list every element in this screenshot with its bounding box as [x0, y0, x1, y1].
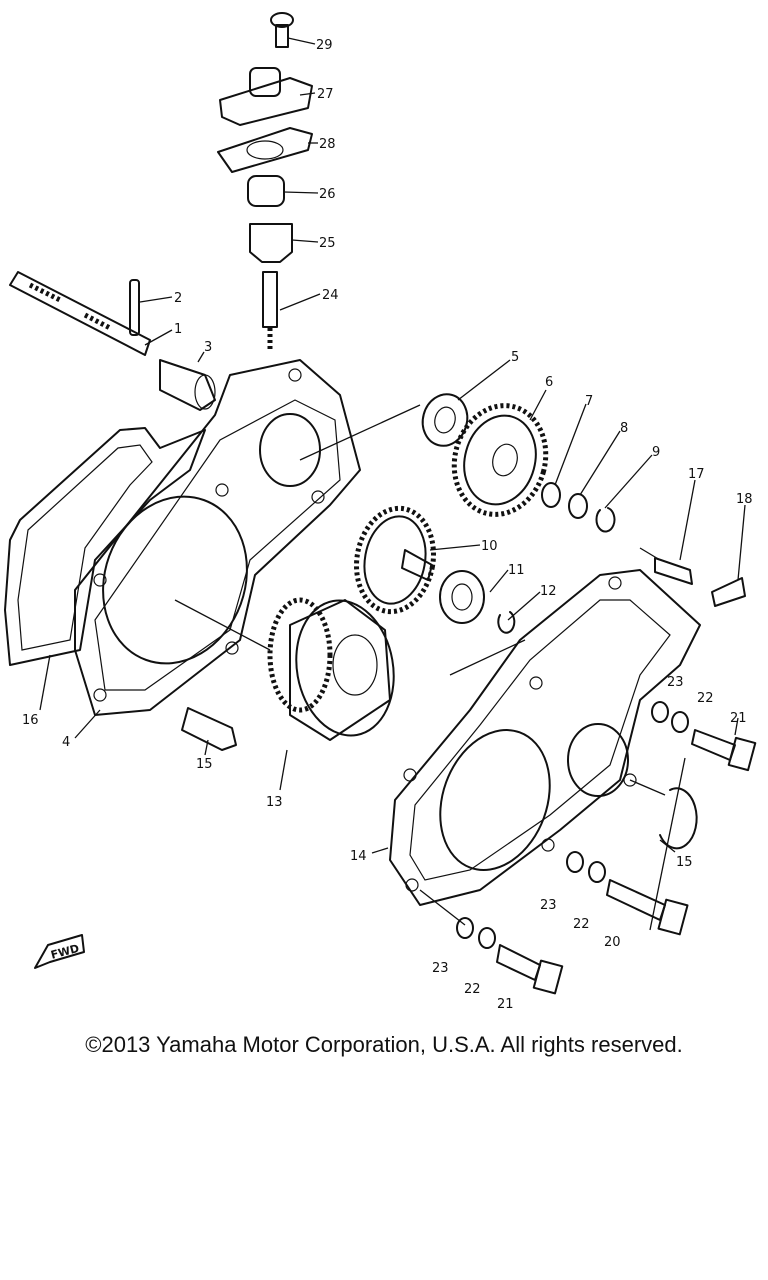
callout-23a: 23 [667, 675, 684, 690]
dowel-17 [181, 707, 237, 751]
callout-9: 9 [652, 445, 660, 460]
callout-labels: 29 27 28 26 25 24 2 1 3 5 6 7 8 9 17 18 … [22, 38, 753, 1010]
gasket-28 [217, 127, 313, 173]
callout-2: 2 [174, 291, 182, 306]
housing-27 [219, 77, 313, 126]
callout-5: 5 [511, 350, 519, 365]
callout-22b: 22 [573, 917, 590, 932]
callout-4: 4 [62, 735, 70, 750]
callout-29: 29 [316, 38, 333, 53]
callout-6: 6 [545, 375, 553, 390]
washer-22-a [671, 711, 689, 733]
bearing-11 [439, 570, 485, 624]
washer-23-b [566, 851, 584, 873]
screw-29 [275, 24, 289, 48]
washer-23-c [456, 917, 474, 939]
callout-15: 15 [676, 855, 693, 870]
copyright-notice: ©2013 Yamaha Motor Corporation, U.S.A. A… [85, 1032, 683, 1057]
pin-2 [129, 279, 140, 336]
callout-13: 13 [266, 795, 283, 810]
circlip-9 [595, 507, 616, 533]
gear-10 [354, 505, 436, 615]
callout-18: 17 [688, 467, 705, 482]
callout-20: 20 [604, 935, 621, 950]
bushing-25 [249, 223, 293, 263]
washer-23-a [651, 701, 669, 723]
gasket-16 [4, 427, 206, 666]
cover-14 [389, 569, 701, 906]
bolt-19 [711, 577, 746, 607]
washer-8 [568, 493, 588, 519]
callout-1: 1 [174, 322, 182, 337]
bolt-21-lower [496, 944, 541, 981]
callout-8: 8 [620, 421, 628, 436]
leader-lines [39, 37, 746, 931]
kick-shaft-1 [9, 271, 151, 356]
callout-16: 16 [22, 713, 39, 728]
circlip-12 [497, 611, 516, 634]
bolt-21-upper [691, 729, 736, 761]
callout-17: 15 [196, 757, 213, 772]
fwd-label: FWD [49, 942, 80, 962]
callout-25: 25 [319, 236, 336, 251]
starter-clutch-13 [267, 597, 395, 741]
exploded-parts-diagram: 29 27 28 26 25 24 2 1 3 5 6 7 8 9 17 18 … [4, 12, 757, 1010]
callout-27: 27 [317, 87, 334, 102]
callout-21a: 21 [730, 711, 747, 726]
callout-3: 3 [204, 340, 212, 355]
assembly-reference-lines [174, 404, 666, 926]
callout-7: 7 [585, 394, 593, 409]
gear-6 [451, 403, 549, 517]
callout-26: 26 [319, 187, 336, 202]
bolt-18 [654, 557, 693, 585]
tach-gear-shaft-24 [262, 271, 278, 328]
callout-22c: 22 [464, 982, 481, 997]
callout-12: 12 [540, 584, 557, 599]
callout-21b: 21 [497, 997, 514, 1010]
callout-11: 11 [508, 563, 525, 578]
washer-22-c [478, 927, 496, 949]
callout-28: 28 [319, 137, 336, 152]
callout-19: 18 [736, 492, 753, 507]
fwd-arrow-icon: FWD [34, 934, 85, 969]
callout-14: 14 [350, 849, 367, 864]
callout-24: 24 [322, 288, 339, 303]
collar-3 [159, 359, 216, 411]
seal-26 [247, 175, 285, 207]
washer-7 [541, 482, 561, 508]
bearing-5 [421, 393, 469, 447]
circlip-15 [659, 787, 698, 850]
washer-22-b [588, 861, 606, 883]
callout-10: 10 [481, 539, 498, 554]
callout-23b: 23 [540, 898, 557, 913]
callout-22a: 22 [697, 691, 714, 706]
callout-23c: 23 [432, 961, 449, 976]
